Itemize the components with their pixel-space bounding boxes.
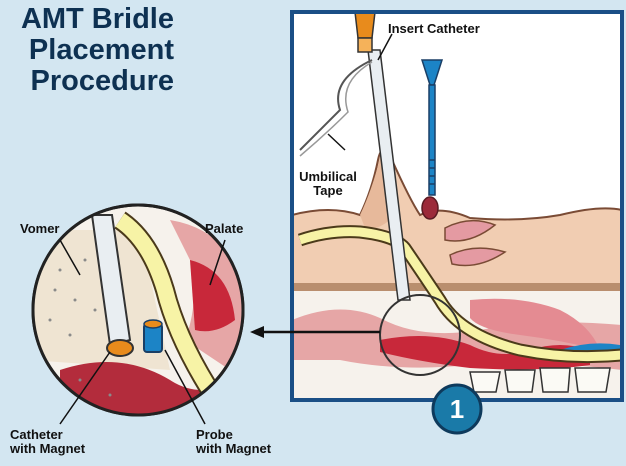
label-probe-line-2: with Magnet	[196, 442, 271, 456]
label-catheter-line-1: Catheter	[10, 428, 85, 442]
catheter-hub	[355, 12, 375, 38]
label-umbilical-line-1: Umbilical	[298, 170, 358, 184]
sagittal-panel	[292, 12, 622, 400]
step-number: 1	[450, 394, 464, 424]
label-probe-with-magnet: Probe with Magnet	[196, 428, 271, 456]
section-divider	[292, 283, 622, 291]
label-palate: Palate	[205, 222, 243, 236]
label-catheter-line-2: with Magnet	[10, 442, 85, 456]
step-badge: 1	[433, 385, 481, 433]
label-vomer: Vomer	[20, 222, 60, 236]
label-probe-line-1: Probe	[196, 428, 271, 442]
label-catheter-with-magnet: Catheter with Magnet	[10, 428, 85, 456]
magnified-inset	[30, 205, 246, 420]
probe-shaft	[429, 85, 435, 195]
label-umbilical-line-2: Tape	[298, 184, 358, 198]
nostril	[422, 197, 438, 219]
catheter-magnet	[107, 340, 133, 356]
label-umbilical-tape: Umbilical Tape	[298, 170, 358, 198]
label-insert-catheter: Insert Catheter	[388, 22, 480, 36]
